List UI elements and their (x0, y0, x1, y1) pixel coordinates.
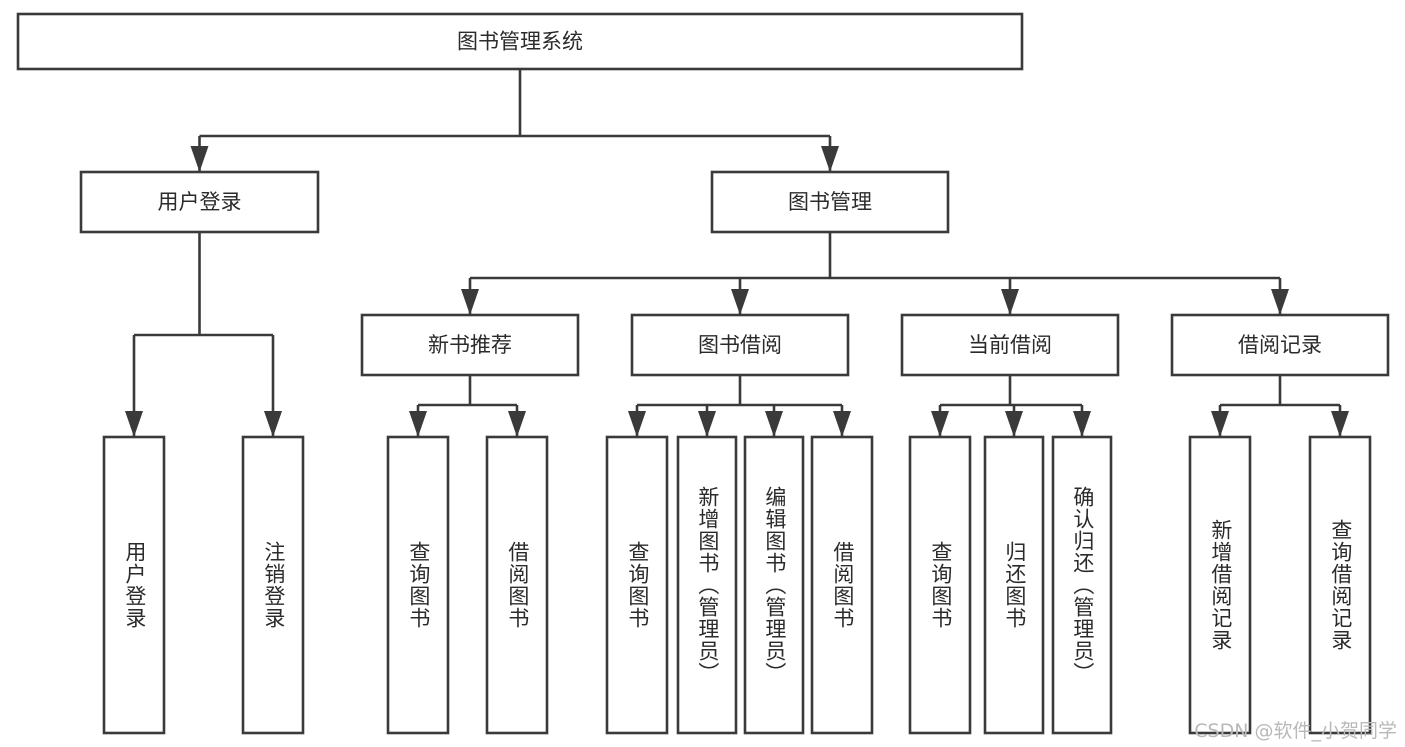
arrow-into-new-book-recommend (461, 289, 479, 315)
root-node-label: 图书管理系统 (457, 30, 583, 54)
user-login-node[interactable] (79, 170, 320, 234)
arrow-into-user-login (190, 146, 209, 172)
book-management-node[interactable] (710, 170, 950, 234)
watermark: CSDN @软件_小贺同学 (1194, 720, 1397, 742)
leaf-borrow-book-node[interactable] (810, 435, 874, 735)
arrow-into-leaf-query-book-current (931, 411, 949, 437)
borrow-record-label: 借阅记录 (1238, 333, 1322, 357)
arrow-into-leaf-borrow-book-recommend (508, 411, 526, 437)
leaf-add-borrow-record-node[interactable] (1188, 435, 1252, 735)
leaf-add-book-admin-node[interactable] (676, 435, 738, 735)
leaf-query-book-borrow-node[interactable] (605, 435, 669, 735)
arrow-into-leaf-query-book-borrow (628, 411, 646, 437)
arrow-into-leaf-query-borrow-record (1331, 411, 1349, 437)
arrow-into-leaf-query-book-recommend (409, 411, 427, 437)
leaf-user-login-node[interactable] (102, 435, 166, 735)
arrow-into-leaf-confirm-return-admin (1073, 411, 1091, 437)
arrow-into-borrow-record (1271, 289, 1289, 315)
leaf-return-book-node[interactable] (983, 435, 1045, 735)
leaf-query-borrow-record-node[interactable] (1308, 435, 1372, 735)
node-boxes (16, 12, 1390, 735)
current-borrow-label: 当前借阅 (968, 333, 1052, 357)
leaf-query-book-current-node[interactable] (908, 435, 972, 735)
arrow-into-leaf-return-book (1005, 411, 1023, 437)
book-borrow-node[interactable] (630, 313, 850, 377)
leaf-confirm-return-admin-node[interactable] (1051, 435, 1113, 735)
arrow-into-book-borrow (731, 289, 749, 315)
connector-lines (125, 69, 1349, 437)
new-book-recommend-label: 新书推荐 (428, 333, 512, 357)
arrow-into-current-borrow (1001, 289, 1019, 315)
borrow-record-node[interactable] (1170, 313, 1390, 377)
leaf-logout-node[interactable] (241, 435, 305, 735)
arrow-into-leaf-user-login (125, 411, 143, 437)
arrow-into-leaf-edit-book-admin (765, 411, 783, 437)
user-login-label: 用户登录 (158, 190, 242, 214)
arrow-into-leaf-logout (264, 411, 282, 437)
arrow-into-leaf-borrow-book (833, 411, 851, 437)
arrow-into-leaf-add-book-admin (698, 411, 716, 437)
leaf-borrow-book-recommend-node[interactable] (485, 435, 549, 735)
current-borrow-node[interactable] (900, 313, 1120, 377)
leaf-edit-book-admin-node[interactable] (743, 435, 805, 735)
book-borrow-label: 图书借阅 (698, 333, 782, 357)
arrow-into-leaf-add-borrow-record (1211, 411, 1229, 437)
root-node[interactable] (16, 12, 1024, 71)
arrow-into-book-management (821, 146, 839, 172)
leaf-query-book-recommend-node[interactable] (386, 435, 450, 735)
new-book-recommend-node[interactable] (360, 313, 580, 377)
book-management-label: 图书管理 (788, 190, 872, 214)
